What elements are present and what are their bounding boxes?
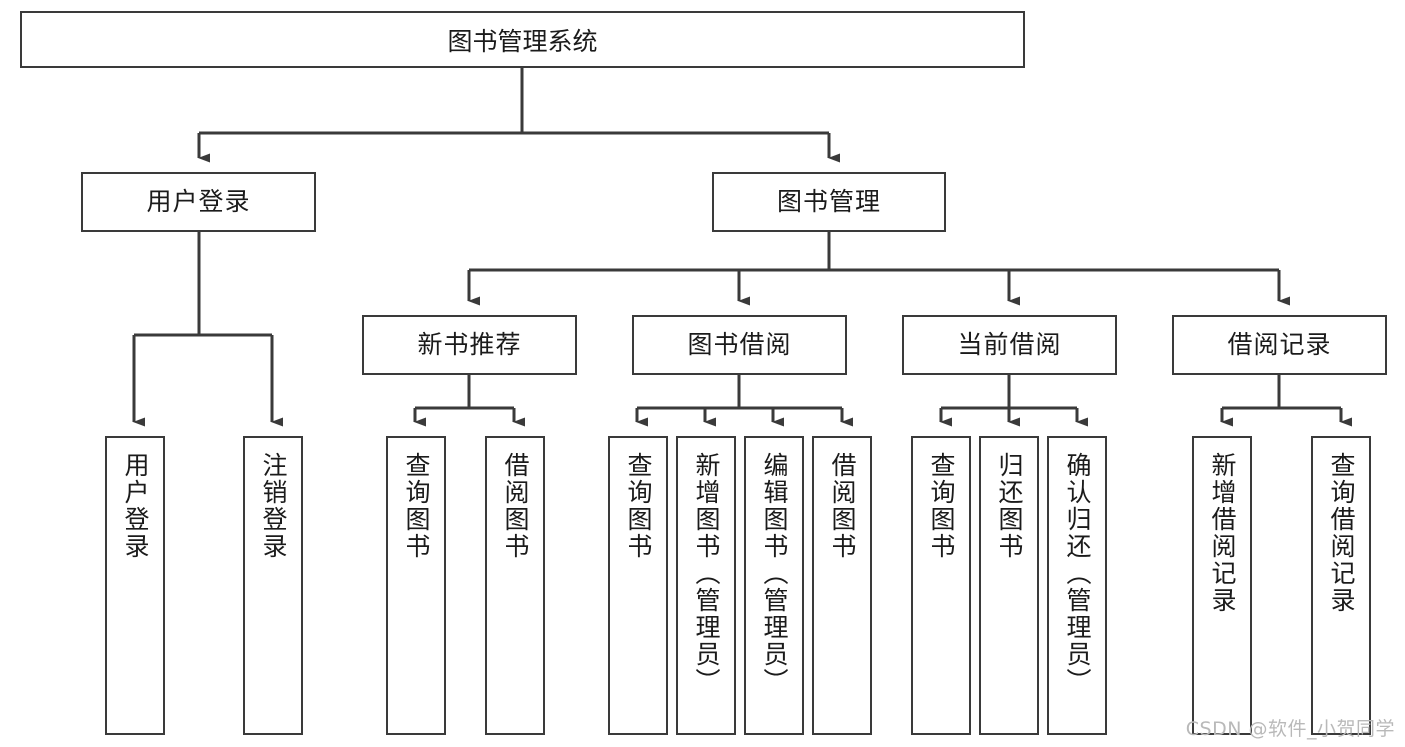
leaf-label: 用户登录: [121, 452, 150, 560]
node-user-login[interactable]: 用户登录: [81, 172, 316, 232]
node-book-manage[interactable]: 图书管理: [712, 172, 946, 232]
leaf-label: 注销登录: [259, 452, 288, 560]
leaf-borrow-book-borrow[interactable]: 借阅图书: [812, 436, 872, 735]
leaf-label: 查询图书: [402, 452, 431, 560]
node-new-book-recommend[interactable]: 新书推荐: [362, 315, 577, 375]
leaf-edit-book-admin[interactable]: 编辑图书（管理员）: [744, 436, 804, 735]
leaf-label: 借阅图书: [501, 452, 530, 560]
leaf-user-login[interactable]: 用户登录: [105, 436, 165, 735]
leaf-label: 新增图书（管理员）: [692, 452, 721, 695]
leaf-label: 查询图书: [624, 452, 653, 560]
leaf-label: 查询图书: [927, 452, 956, 560]
leaf-label: 编辑图书（管理员）: [760, 452, 789, 695]
leaf-query-book-current[interactable]: 查询图书: [911, 436, 971, 735]
leaf-label: 归还图书: [995, 452, 1024, 560]
node-root-system[interactable]: 图书管理系统: [20, 11, 1025, 68]
node-book-borrow[interactable]: 图书借阅: [632, 315, 847, 375]
leaf-return-book[interactable]: 归还图书: [979, 436, 1039, 735]
watermark-text: CSDN @软件_小贺同学: [1185, 718, 1395, 740]
leaf-label: 确认归还（管理员）: [1063, 452, 1092, 695]
leaf-label: 借阅图书: [828, 452, 857, 560]
leaf-label: 查询借阅记录: [1327, 452, 1356, 614]
node-current-borrow[interactable]: 当前借阅: [902, 315, 1117, 375]
leaf-query-borrow-record[interactable]: 查询借阅记录: [1311, 436, 1371, 735]
leaf-user-logout[interactable]: 注销登录: [243, 436, 303, 735]
leaf-confirm-return-admin[interactable]: 确认归还（管理员）: [1047, 436, 1107, 735]
leaf-query-book-recommend[interactable]: 查询图书: [386, 436, 446, 735]
leaf-add-book-admin[interactable]: 新增图书（管理员）: [676, 436, 736, 735]
leaf-borrow-book-recommend[interactable]: 借阅图书: [485, 436, 545, 735]
leaf-add-borrow-record[interactable]: 新增借阅记录: [1192, 436, 1252, 735]
node-borrow-record[interactable]: 借阅记录: [1172, 315, 1387, 375]
leaf-label: 新增借阅记录: [1208, 452, 1237, 614]
leaf-query-book-borrow[interactable]: 查询图书: [608, 436, 668, 735]
